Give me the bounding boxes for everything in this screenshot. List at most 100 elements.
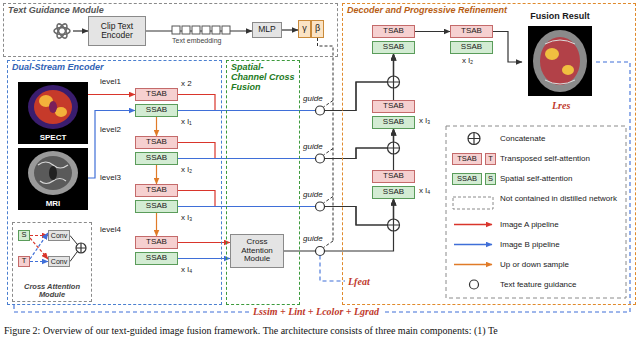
text-label: x l₃ [419, 117, 430, 126]
connector [156, 165, 157, 184]
mri-image [28, 151, 78, 195]
mri-image [49, 166, 57, 180]
legend-sample [468, 133, 480, 145]
node-text: β [315, 24, 320, 34]
connector [178, 54, 394, 111]
legend-text: Spatial self-attention [500, 174, 624, 183]
fusion-image [528, 26, 592, 96]
ssab-block: SSAB [135, 152, 178, 165]
ssab-block: SSAB [135, 104, 178, 117]
concat-symbol [388, 219, 400, 231]
inset-wire [70, 236, 77, 262]
fusion-image [545, 40, 575, 84]
legend-text: Text feature guidance [500, 280, 624, 289]
mri-image [18, 148, 88, 210]
node-text: SSAB [383, 43, 404, 52]
connector-line [493, 32, 522, 63]
text-label: level1 [100, 78, 121, 87]
legend-sample [468, 133, 480, 145]
tsab-block: TSAB [450, 25, 493, 38]
legend-text: Up or down sample [500, 260, 624, 269]
concat-symbol [388, 76, 400, 88]
chatgpt-logo [54, 22, 70, 39]
node-text: MLP [258, 25, 275, 34]
connector [156, 213, 157, 236]
ssab-block: SSAB [372, 186, 415, 199]
text-label: x l₄ [181, 266, 192, 275]
legend-frame [446, 126, 626, 298]
mri-image [34, 156, 72, 190]
legend-text: Image B pipeline [500, 240, 624, 249]
result-panel: Fusion Result [522, 12, 598, 98]
guidance-circle [316, 202, 325, 211]
connector [493, 32, 522, 63]
ssab-block: SSAB [372, 41, 415, 54]
node-text: TSAB [146, 186, 167, 195]
node-text: Cross Attention Module [232, 238, 282, 264]
process-box: Cross Attention Module [230, 234, 284, 268]
connector [178, 242, 230, 243]
legend-text: Image A pipeline [500, 220, 624, 229]
connector-line [320, 199, 394, 225]
node-text: TSAB [383, 102, 404, 111]
text-label: TSAB [457, 155, 477, 163]
fusion-image [528, 26, 592, 96]
connector-line [178, 158, 320, 159]
node-text: SSAB [146, 254, 167, 263]
embedding-vector [192, 26, 200, 34]
text-label: x l₃ [181, 214, 192, 223]
connector-line [284, 199, 394, 251]
concat-symbol [388, 142, 400, 154]
spect-image [49, 101, 57, 113]
text-label: Text embedding [172, 37, 221, 45]
legend-sample [453, 197, 493, 209]
region-frame: Spatial-Channel Cross FusionCross Attent… [226, 60, 300, 305]
embedding-vector [222, 26, 230, 34]
connector-line [88, 111, 135, 179]
text-label: guide [303, 191, 323, 200]
connector-line [178, 95, 320, 111]
node-text: SSAB [461, 43, 482, 52]
text-label: S [488, 175, 493, 183]
concat-symbol [76, 243, 86, 253]
concat-symbol [76, 243, 86, 253]
connector-line [178, 258, 230, 259]
tsab-block: TSAB [372, 100, 415, 113]
tsab-block: TSAB [135, 184, 178, 197]
guide-line [324, 241, 334, 248]
guide-line [324, 197, 334, 204]
guide-line [324, 101, 334, 108]
legend-swatch-small: S [485, 173, 496, 185]
text-label: x l₂ [462, 57, 473, 66]
ssab-block: SSAB [135, 252, 178, 265]
tsab-block: TSAB [372, 170, 415, 183]
node-text: TSAB [146, 238, 167, 247]
connector-line [320, 129, 394, 159]
tsab-block: TSAB [135, 136, 178, 149]
tsab-block: TSAB [135, 236, 178, 249]
fusion-image [562, 65, 574, 75]
legend-text: Transposed self-attention [500, 154, 624, 163]
concat-symbol [388, 142, 400, 154]
embedding-vector [202, 26, 210, 34]
text-label: Lssim + Lint + Lcolor + Lgrad [250, 306, 382, 317]
embedding-vector [182, 26, 190, 34]
legend-text: Concatenate [500, 134, 624, 143]
legend-sample [454, 244, 492, 245]
node-text: MRI [18, 200, 88, 209]
text-label: x 2 [181, 80, 192, 89]
region-frame: Text Guidance ModuleClip Text EncoderMLP… [3, 3, 338, 57]
spect-image [18, 82, 88, 144]
connector-line [156, 165, 157, 184]
node-text: S [21, 231, 26, 239]
text-label: SSAB [457, 175, 477, 183]
connector [30, 261, 48, 262]
connector-line [178, 206, 320, 207]
node-text: TSAB [461, 27, 482, 36]
logo-arrow [73, 30, 88, 31]
fusion-image [540, 37, 580, 85]
figure-caption: Figure 2: Overview of our text-guided im… [4, 325, 498, 337]
